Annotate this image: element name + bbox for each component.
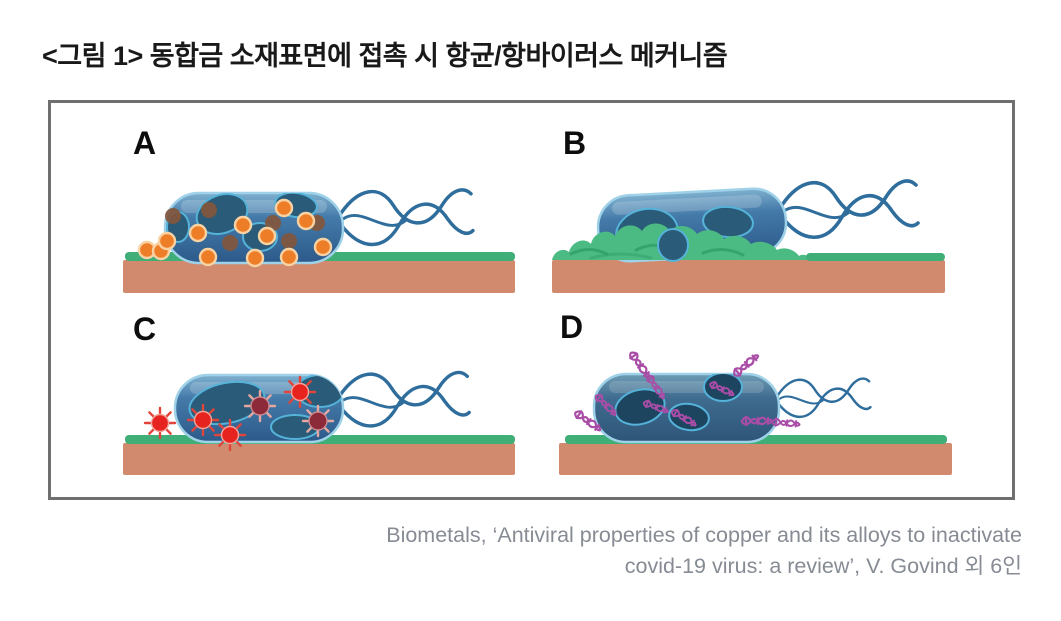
ros-icon xyxy=(213,418,247,452)
figure-box: A B C D xyxy=(48,100,1015,500)
citation-line-2: covid-19 virus: a review’, V. Govind 외 6… xyxy=(624,554,1022,578)
copper-ion-icon xyxy=(245,248,265,268)
panel-label-a: A xyxy=(133,125,157,161)
ros-icon xyxy=(186,403,220,437)
dna-fragment-icon xyxy=(771,417,801,429)
mechanism-diagram xyxy=(123,179,952,475)
copper-ion-icon xyxy=(274,198,294,218)
copper-ion-icon xyxy=(198,247,218,267)
flagella-icon xyxy=(338,370,471,428)
dna-fragment-icon xyxy=(740,415,774,427)
figure-title: <그림 1> 동합금 소재표면에 접촉 시 항균/항바이러스 메커니즘 xyxy=(42,41,728,71)
panel-c-illustration xyxy=(123,370,515,475)
panel-d-illustration xyxy=(559,349,952,475)
copper-surface xyxy=(123,443,515,475)
particle-icon xyxy=(222,235,238,251)
source-citation: Biometals, ‘Antiviral properties of copp… xyxy=(386,520,1022,582)
panel-label-c: C xyxy=(133,311,157,347)
copper-ion-icon xyxy=(157,231,177,251)
panel-label-b: B xyxy=(563,125,587,161)
leaking-nucleoid xyxy=(657,228,689,262)
flagella-icon xyxy=(776,377,872,419)
ros-icon xyxy=(143,406,177,440)
citation-line-1: Biometals, ‘Antiviral properties of copp… xyxy=(386,523,1022,547)
panel-a-illustration xyxy=(123,188,515,293)
copper-surface xyxy=(123,260,515,293)
copper-ion-icon xyxy=(188,223,208,243)
flagella-icon xyxy=(780,179,920,240)
particle-icon xyxy=(201,202,217,218)
copper-ion-icon xyxy=(313,237,333,257)
copper-ion-icon xyxy=(279,247,299,267)
ros-dark-icon xyxy=(243,389,277,423)
ros-icon xyxy=(283,375,317,409)
panel-label-d: D xyxy=(560,309,584,345)
copper-ion-icon xyxy=(296,211,316,231)
copper-surface xyxy=(552,260,945,293)
biofilm-layer xyxy=(806,253,945,261)
copper-ion-icon xyxy=(233,215,253,235)
ros-dark-icon xyxy=(301,404,335,438)
particle-icon xyxy=(165,208,181,224)
particle-icon xyxy=(281,233,297,249)
copper-surface xyxy=(559,443,952,475)
flagella-icon xyxy=(339,188,475,247)
copper-ion-icon xyxy=(257,226,277,246)
panel-b-illustration xyxy=(552,179,945,293)
